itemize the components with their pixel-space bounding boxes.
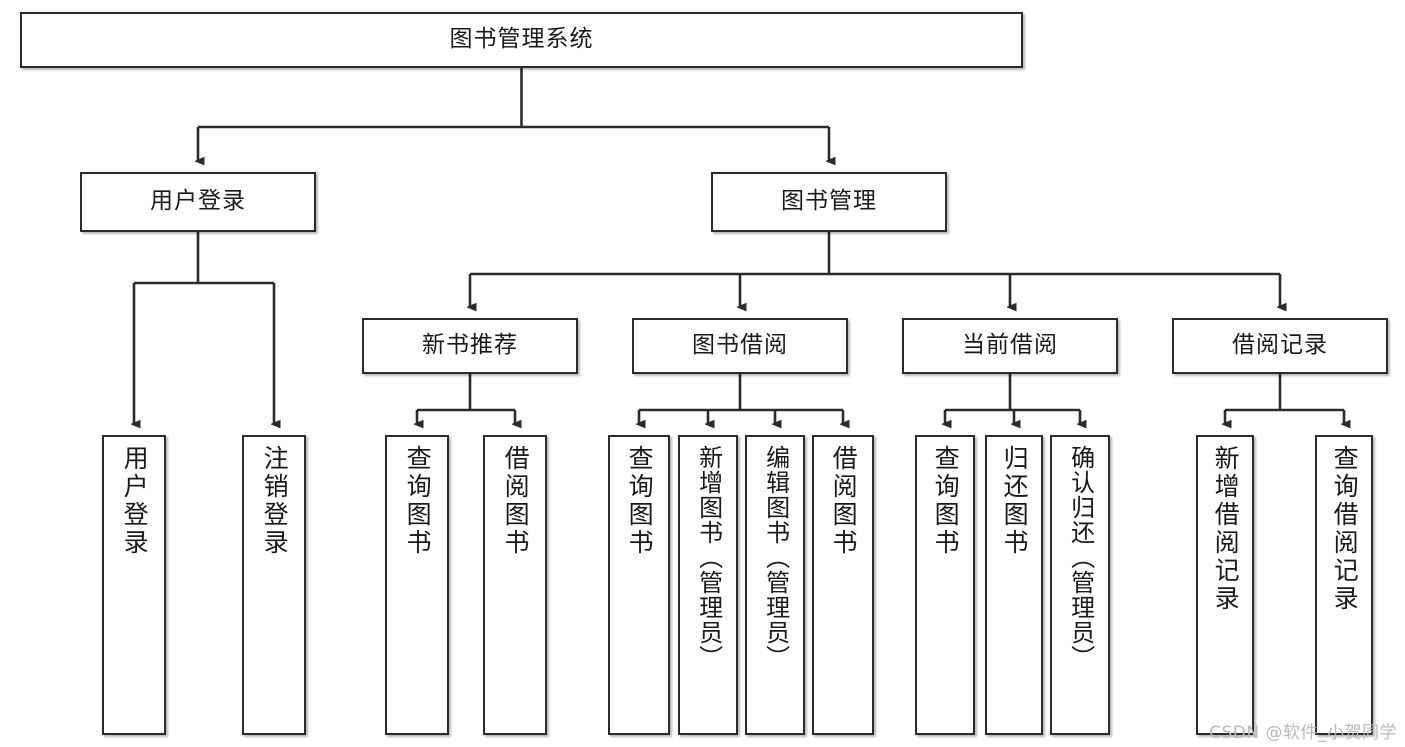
node-label: 用户登录: [150, 188, 246, 215]
node-label: 查询图书: [403, 445, 433, 557]
node-label: 新增借阅记录: [1211, 445, 1241, 613]
node-leaf-user-login: 用户登录: [102, 435, 166, 735]
node-label: 借阅图书: [501, 445, 531, 557]
node-book-borrow: 图书借阅: [632, 318, 848, 374]
node-label: 查询图书: [625, 445, 655, 557]
node-new-book-rec: 新书推荐: [362, 318, 578, 374]
node-label: 借阅图书: [829, 445, 859, 557]
node-label: 新书推荐: [422, 332, 518, 359]
node-leaf-borrow-book-1: 借阅图书: [483, 435, 547, 735]
node-label: 确认归还（管理员）: [1066, 445, 1095, 670]
node-leaf-query-book-3: 查询图书: [915, 435, 975, 735]
node-label: 用户登录: [120, 445, 150, 557]
node-label: 图书管理: [781, 188, 877, 215]
node-label: 编辑图书（管理员）: [761, 445, 790, 670]
node-root: 图书管理系统: [20, 12, 1023, 68]
node-label: 查询借阅记录: [1330, 445, 1360, 613]
node-user-login: 用户登录: [80, 172, 316, 232]
node-leaf-query-book-1: 查询图书: [385, 435, 449, 735]
node-label: 图书管理系统: [449, 26, 594, 53]
node-label: 归还图书: [1000, 445, 1030, 557]
node-current-borrow: 当前借阅: [902, 318, 1118, 374]
node-leaf-return-book: 归还图书: [985, 435, 1043, 735]
node-leaf-confirm-return: 确认归还（管理员）: [1050, 435, 1110, 735]
node-leaf-logout: 注销登录: [242, 435, 306, 735]
node-label: 借阅记录: [1232, 332, 1328, 359]
node-leaf-borrow-book-2: 借阅图书: [812, 435, 874, 735]
node-leaf-add-record: 新增借阅记录: [1196, 435, 1254, 735]
node-leaf-query-record: 查询借阅记录: [1315, 435, 1373, 735]
node-label: 新增图书（管理员）: [694, 445, 723, 670]
node-book-manage: 图书管理: [711, 172, 947, 232]
node-leaf-query-book-2: 查询图书: [608, 435, 670, 735]
node-leaf-add-book: 新增图书（管理员）: [678, 435, 738, 735]
node-label: 图书借阅: [692, 332, 788, 359]
node-leaf-edit-book: 编辑图书（管理员）: [745, 435, 805, 735]
node-label: 查询图书: [931, 445, 961, 557]
node-borrow-record: 借阅记录: [1172, 318, 1388, 374]
node-label: 注销登录: [260, 445, 290, 557]
node-label: 当前借阅: [962, 332, 1058, 359]
watermark-text: CSDN @软件_小贺同学: [1209, 723, 1397, 743]
